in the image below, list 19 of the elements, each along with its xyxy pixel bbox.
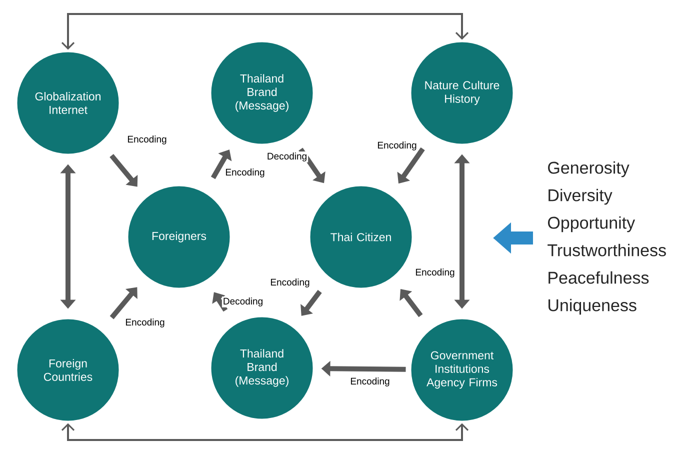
arrow <box>300 290 322 316</box>
edge-label: Decoding <box>266 152 308 162</box>
edge-label: Encoding <box>124 318 166 328</box>
edge-label: Decoding <box>222 296 264 308</box>
arrow <box>110 287 138 320</box>
arrow <box>61 13 469 50</box>
edge-label: Encoding <box>126 134 168 146</box>
edge-label: Encoding <box>349 376 391 388</box>
circle-node: Government Institutions Agency Firms <box>408 316 516 424</box>
circle-node: Thailand Brand (Message) <box>208 314 316 422</box>
circle-node: Foreigners <box>126 184 232 290</box>
arrow <box>61 423 469 441</box>
edge-label: Encoding <box>414 268 456 278</box>
arrow <box>212 292 228 312</box>
circle-node: Foreign Countries <box>14 316 122 424</box>
value-list: Generosity Diversity Opportunity Trustworthiness Peacefulness Uniqueness <box>548 161 666 315</box>
circle-node: Globalization Internet <box>14 50 122 156</box>
circle-node: Thailand Brand (Message) <box>208 40 316 146</box>
edge-label: Encoding <box>224 168 266 178</box>
